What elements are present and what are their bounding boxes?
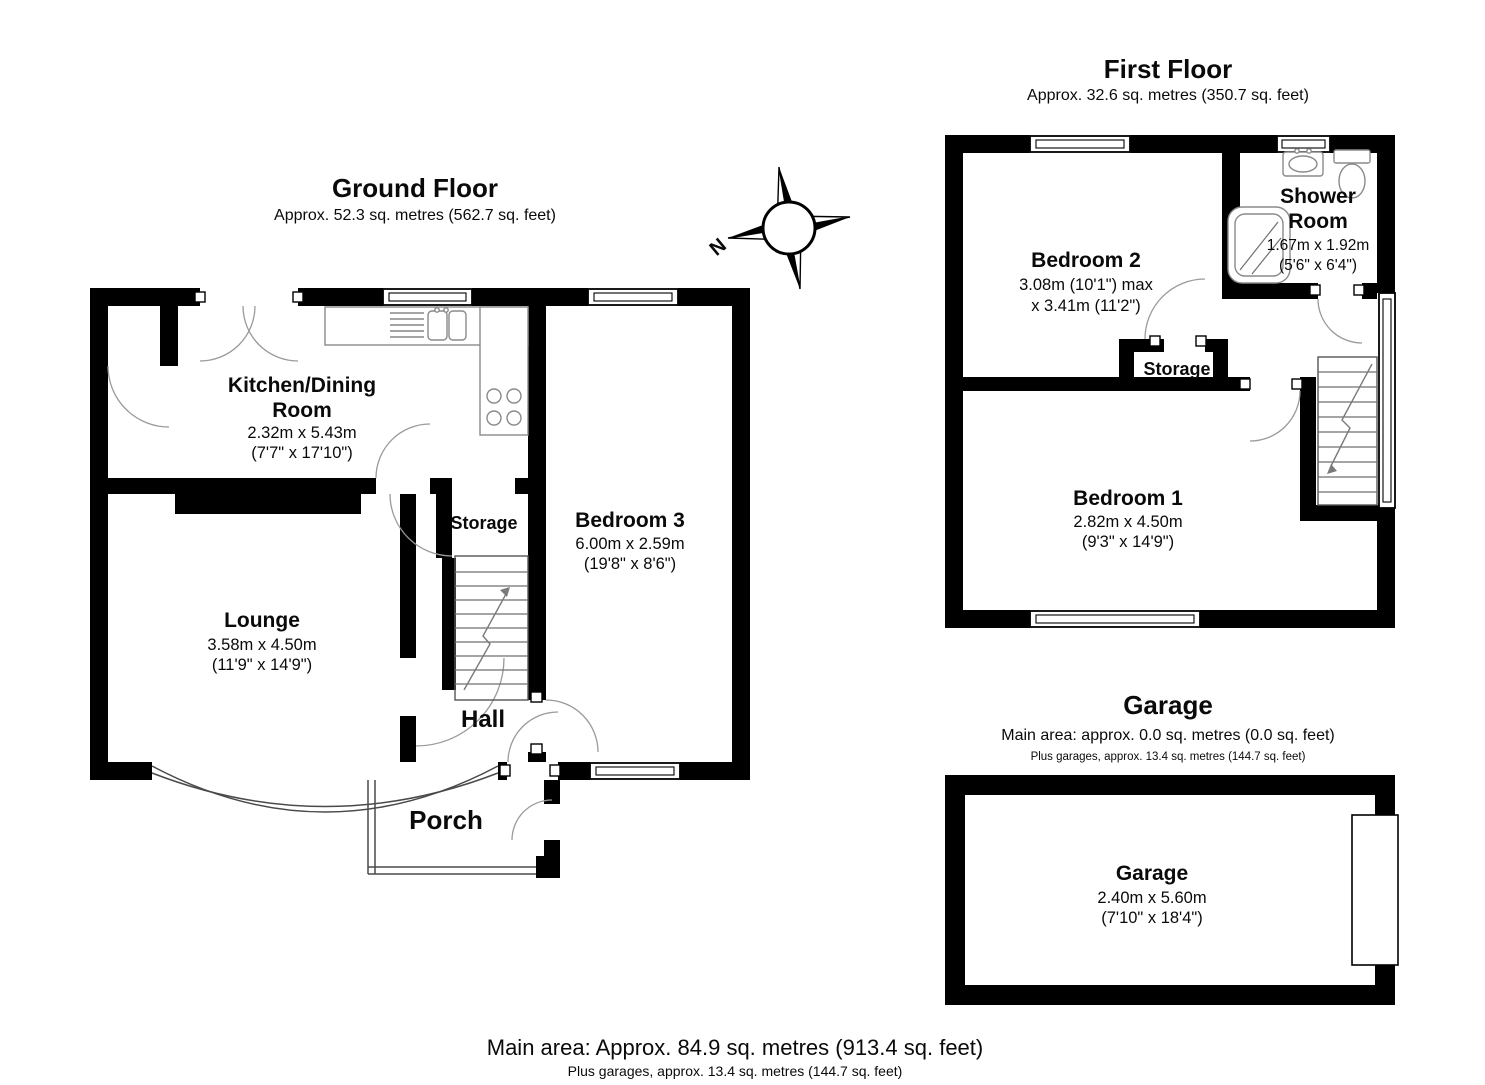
side-door-arc [107,365,170,428]
kitchen-dim-metric: 2.32m x 5.43m [247,424,356,442]
bedroom3-label: Bedroom 3 [575,509,685,532]
bedroom2-label: Bedroom 2 [1031,249,1141,272]
draining-board [390,312,424,338]
front-door-arc [507,711,559,763]
shower-room-dim-metric: 1.67m x 1.92m [1267,237,1370,254]
bedroom1-label: Bedroom 1 [1073,487,1183,510]
first-floor-subtitle: Approx. 32.6 sq. metres (350.7 sq. feet) [1027,87,1309,104]
bedroom1-dim-imperial: (9'3" x 14'9") [1082,533,1174,551]
french-door-left-arc [199,305,256,362]
bedroom2-dim-2: x 3.41m (11'2") [1031,297,1141,315]
lounge-door-arc [415,657,505,747]
first-floor-doors [1144,278,1363,442]
kitchen-door-arc [375,423,431,479]
garage-walls [945,775,1395,1005]
shower-room-window [1276,135,1331,153]
basin-bowl [1288,155,1318,173]
compass-circle [761,200,817,256]
garage-subtitle-2: Plus garages, approx. 13.4 sq. metres (1… [1031,751,1306,763]
ff-storage-label: Storage [1143,359,1210,379]
footer-main-area: Main area: Approx. 84.9 sq. metres (913.… [487,1035,983,1060]
garage-title: Garage [1123,690,1213,720]
first-floor-windows [1029,135,1396,628]
ground-floor-doors [107,305,599,763]
ff-door-jambs [1149,284,1365,390]
bedroom3-dim-imperial: (19'8" x 8'6") [584,555,676,573]
ground-floor-windows [382,288,681,780]
ground-floor-title: Ground Floor [332,173,498,203]
kitchen-dim-imperial: (7'7" x 17'10") [251,444,352,462]
basin-tap [1294,148,1300,154]
bedroom2-dim-1: 3.08m (10'1") max [1019,276,1153,294]
hob [486,388,522,426]
sink-tap [434,307,440,313]
french-door-right-arc [242,305,299,362]
bedroom3-door-arc [545,699,599,753]
bedroom1-door-arc [1249,390,1301,442]
toilet-bowl [1338,163,1366,199]
first-floor-stairs [1317,356,1378,506]
bedroom3-dim-metric: 6.00m x 2.59m [575,535,684,553]
bedroom3-bottom-window [589,762,681,780]
door-jambs [194,291,561,777]
kitchen-label-2: Room [272,399,332,422]
stairwell-window [1378,292,1396,509]
shower-room-dim-imperial: (5'6" x 6'4") [1279,257,1357,274]
garage-dim-imperial: (7'10" x 18'4") [1101,909,1202,927]
gf-storage-label: Storage [450,513,517,533]
garage-door [1351,814,1399,966]
sink-tap [443,307,449,313]
kitchen-label: Kitchen/Dining [228,374,376,397]
kitchen-window [382,288,473,306]
garage-room-label: Garage [1116,862,1188,885]
hall-label: Hall [461,706,505,733]
ground-floor-walls [90,288,750,780]
bedroom1-window [1029,610,1201,628]
lounge-label: Lounge [224,609,300,632]
ff-storage-door-arc [1144,278,1206,340]
garage-dim-metric: 2.40m x 5.60m [1097,889,1206,907]
first-floor-walls [945,135,1395,628]
porch-label: Porch [409,805,483,835]
shower-room-fixtures [1227,148,1371,284]
bay-window [151,765,499,813]
shower-door-arc [1317,298,1363,344]
garage-plan: Garage Main area: approx. 0.0 sq. metres… [945,690,1399,1005]
porch-door-arc [511,799,553,841]
toilet-cistern [1333,149,1371,164]
first-floor-title: First Floor [1104,54,1233,84]
lounge-dim-metric: 3.58m x 4.50m [207,636,316,654]
storage-door-arc [389,493,453,557]
sink-bowl-left [427,310,448,341]
north-label: N [706,234,731,260]
porch-structure [367,780,560,878]
first-floor-plan: First Floor Approx. 32.6 sq. metres (350… [945,54,1396,628]
shower-room-label-2: Room [1288,210,1348,233]
garage-subtitle: Main area: approx. 0.0 sq. metres (0.0 s… [1001,727,1335,744]
ground-floor-stairs [454,555,529,701]
bedroom3-top-window [587,288,679,306]
sink-bowl-right [448,310,467,341]
kitchen-fixtures [324,306,529,436]
ground-floor-plan: Ground Floor Approx. 52.3 sq. metres (56… [90,173,750,878]
bedroom1-dim-metric: 2.82m x 4.50m [1073,513,1182,531]
bedroom2-window [1029,135,1131,153]
shower-room-label: Shower [1280,185,1356,208]
lounge-dim-imperial: (11'9" x 14'9") [212,656,312,674]
basin-tap [1306,148,1312,154]
ground-floor-subtitle: Approx. 52.3 sq. metres (562.7 sq. feet) [274,207,556,224]
compass-rose: N [706,166,851,290]
footer-garages: Plus garages, approx. 13.4 sq. metres (1… [568,1063,903,1079]
